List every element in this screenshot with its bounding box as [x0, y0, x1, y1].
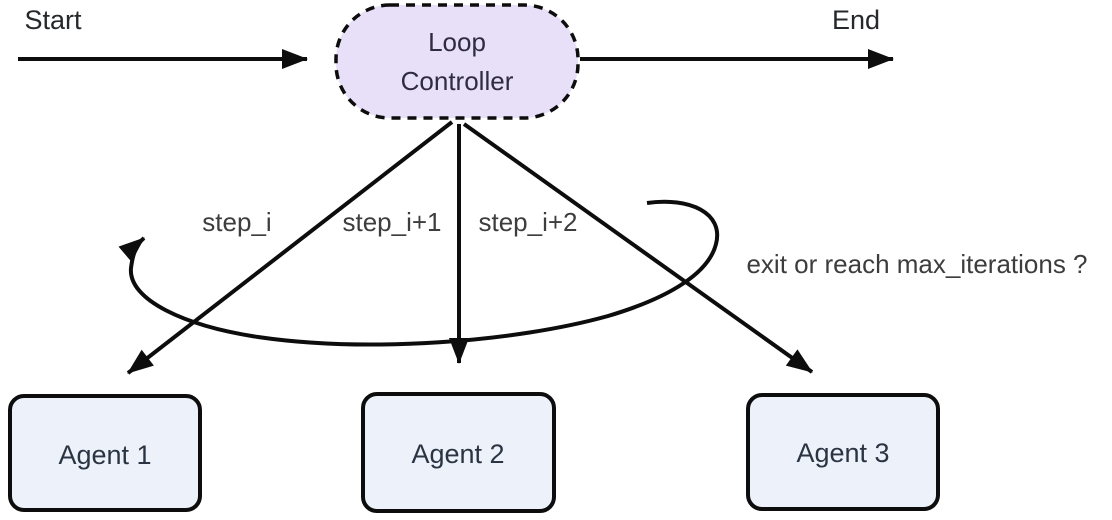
loop-controller-label-line2: Controller [401, 66, 514, 96]
agent-1-box [8, 394, 202, 512]
agent-3-box [746, 393, 940, 511]
step-i2-label: step_i+2 [478, 207, 577, 237]
agent-1-label: Agent 1 [58, 440, 151, 470]
loop-controller-label-line1: Loop [428, 27, 486, 57]
edge-step-i [126, 120, 454, 375]
agent-2-box [361, 392, 556, 513]
loop-back-arrow [118, 199, 720, 347]
step-i-label: step_i [202, 207, 271, 237]
edge-step-i2 [462, 122, 814, 374]
loop-controller-node [334, 3, 580, 120]
loop-condition-label: exit or reach max_iterations ? [746, 249, 1087, 279]
agent-2-label: Agent 2 [411, 439, 504, 469]
end-label: End [832, 5, 880, 35]
agent-3-label: Agent 3 [796, 438, 889, 468]
step-i1-label: step_i+1 [342, 207, 441, 237]
start-label: Start [24, 5, 82, 35]
